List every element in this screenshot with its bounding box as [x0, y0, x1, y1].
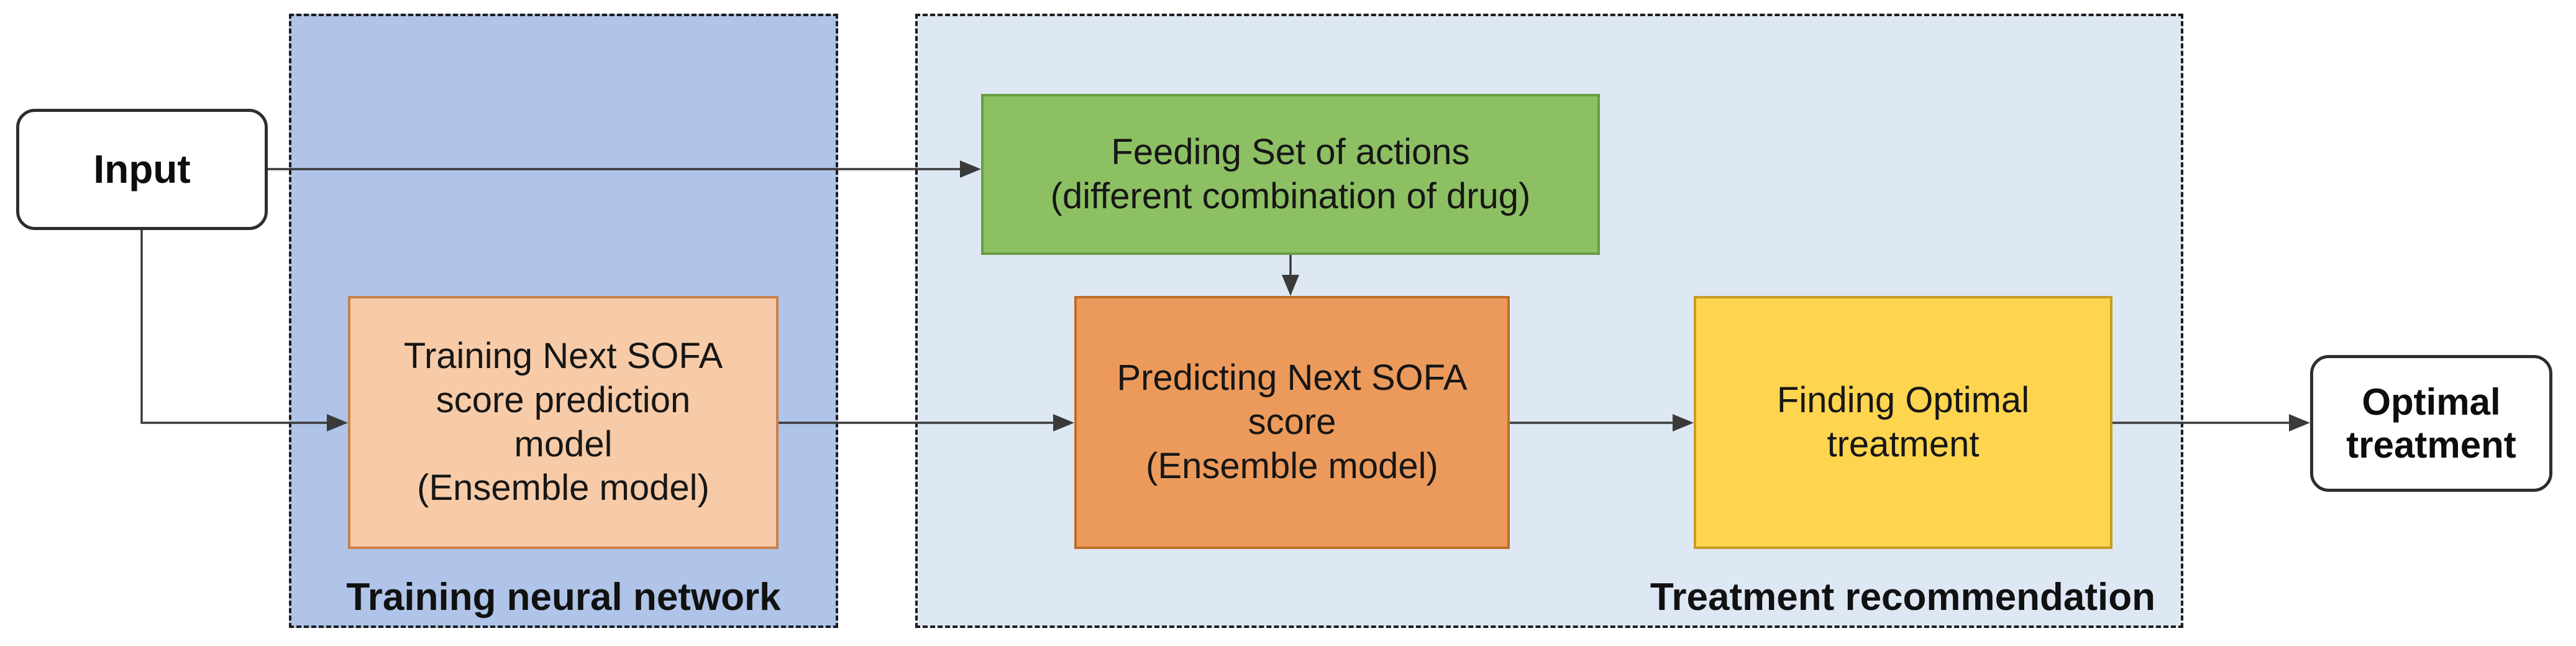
- training-model-line: score prediction: [436, 379, 691, 420]
- optimal-treatment-line: Optimal: [2362, 381, 2501, 423]
- feeding-actions-node: Feeding Set of actions (different combin…: [981, 94, 1600, 255]
- input-node: Input: [16, 109, 268, 230]
- training-model-line: Training Next SOFA: [403, 336, 723, 376]
- predicting-sofa-node: Predicting Next SOFA score (Ensemble mod…: [1074, 296, 1510, 549]
- input-node-label: Input: [93, 147, 191, 192]
- finding-optimal-node: Finding Optimal treatment: [1694, 296, 2112, 549]
- optimal-treatment-node: Optimal treatment: [2310, 355, 2552, 492]
- predicting-sofa-line: score: [1248, 402, 1336, 443]
- training-model-node: Training Next SOFA score prediction mode…: [348, 296, 779, 549]
- predicting-sofa-line: (Ensemble model): [1146, 445, 1438, 486]
- training-container-label: Training neural network: [346, 576, 781, 619]
- training-model-line: (Ensemble model): [417, 468, 710, 509]
- finding-optimal-line: treatment: [1827, 423, 1980, 464]
- feeding-actions-line: Feeding Set of actions: [1111, 131, 1470, 172]
- optimal-treatment-line: treatment: [2346, 424, 2516, 466]
- arrowhead-finding-to-optimal: [2289, 414, 2310, 431]
- feeding-actions-line: (different combination of drug): [1050, 175, 1531, 216]
- predicting-sofa-line: Predicting Next SOFA: [1117, 358, 1468, 399]
- treatment-container-label: Treatment recommendation: [1650, 576, 2155, 619]
- training-model-line: model: [514, 423, 613, 464]
- finding-optimal-line: Finding Optimal: [1776, 379, 2030, 420]
